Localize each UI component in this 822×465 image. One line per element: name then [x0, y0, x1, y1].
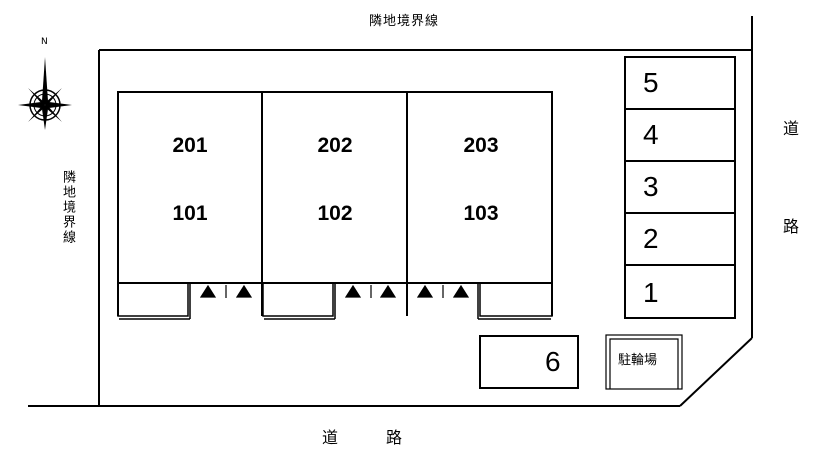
entrance-arrow-icon [379, 284, 397, 298]
unit-203: 203 [463, 134, 499, 157]
unit-202: 202 [317, 134, 353, 157]
entrance-arrow-icon [199, 284, 217, 298]
unit-101: 101 [172, 202, 208, 225]
bottom-road-label-1: 道 [322, 428, 339, 447]
unit-103: 103 [463, 202, 499, 225]
entrance-arrow-icon [344, 284, 362, 298]
parking-slot-2: 2 [643, 223, 659, 254]
unit-102: 102 [317, 202, 353, 225]
parking-slot-5: 5 [643, 67, 659, 98]
unit-201: 201 [172, 134, 208, 157]
right-road-label-2: 路 [783, 217, 800, 236]
bicycle-parking-label: 駐輪場 [618, 353, 658, 368]
parking-slot-3: 3 [643, 171, 659, 202]
compass-rose-icon [18, 57, 72, 130]
parking-slot-6-box [479, 335, 579, 389]
parking-slot-4: 4 [643, 119, 659, 150]
top-boundary-label: 隣地境界線 [369, 14, 440, 29]
bicycle-parking-box [605, 334, 683, 390]
compass-north-label: N [41, 37, 48, 47]
parking-slot-1: 1 [643, 277, 659, 308]
entrance-arrow-icon [416, 284, 434, 298]
entrance-arrow-icon [452, 284, 470, 298]
parking-column [624, 56, 736, 319]
left-boundary-label: 隣地境界線 [60, 170, 75, 245]
entrance-markers [199, 284, 470, 298]
parking-slot-6: 6 [545, 346, 561, 377]
bottom-road-label-2: 路 [386, 428, 403, 447]
site-boundary [98, 16, 753, 407]
balconies [117, 282, 553, 320]
entrance-arrow-icon [235, 284, 253, 298]
right-road-label-1: 道 [783, 119, 800, 138]
